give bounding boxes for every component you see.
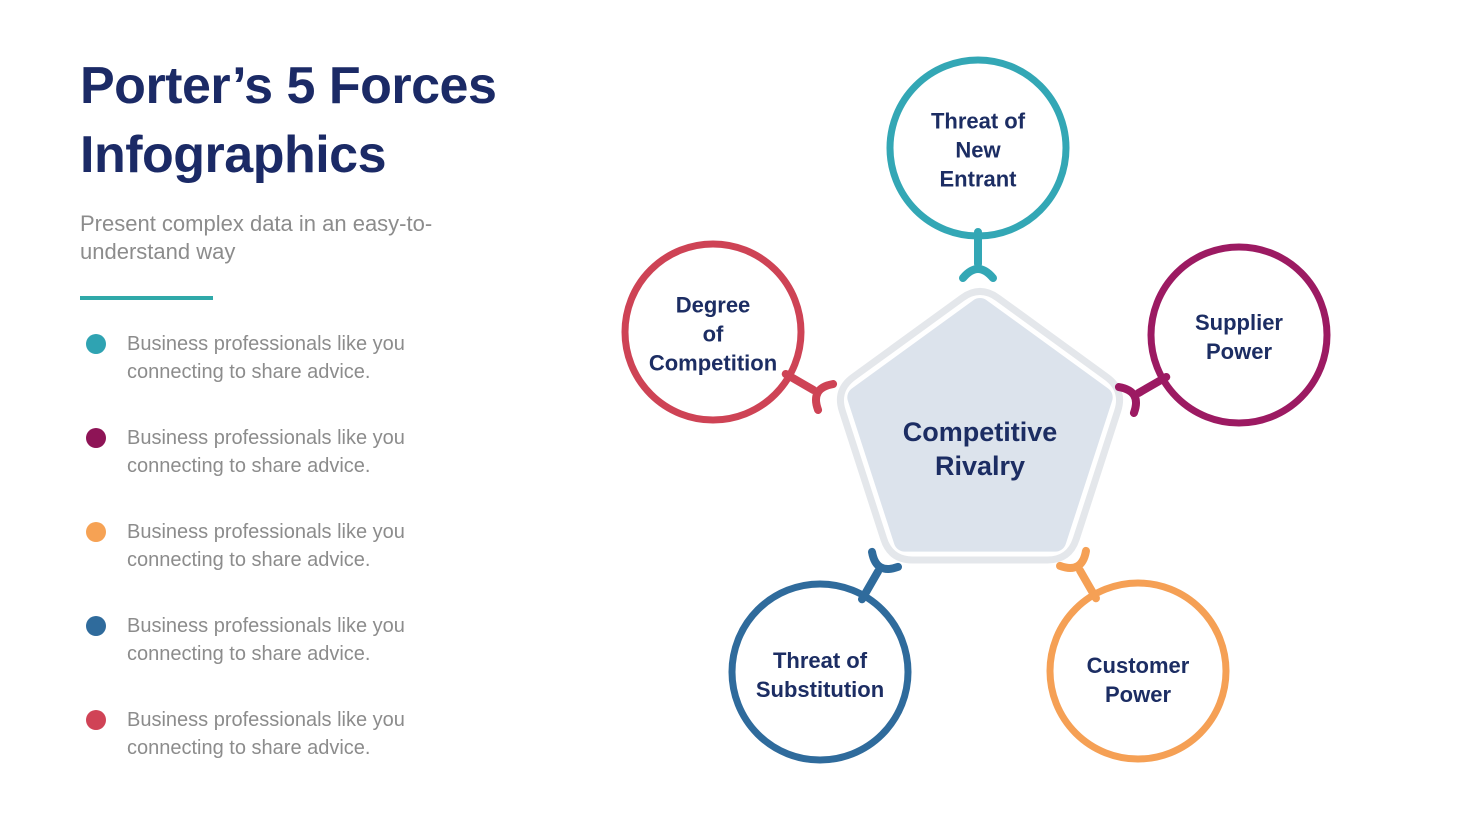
bullet-dot-icon (86, 616, 106, 636)
center-label-line: Competitive (902, 417, 1058, 447)
force-label-line: Threat of (930, 108, 1026, 134)
force-label-customer-power: Customer Power (1028, 651, 1248, 709)
page-title-line1: Porter’s 5 Forces (80, 57, 497, 115)
list-item: Business professionals like you connecti… (80, 330, 520, 386)
connector-degree-of-competition (781, 370, 838, 414)
bullet-dot-icon (86, 522, 106, 542)
list-item-text: Business professionals like you connecti… (127, 333, 405, 383)
force-label-line: of (702, 321, 724, 347)
list-item: Business professionals like you connecti… (80, 612, 520, 668)
force-label-line: Entrant (939, 166, 1017, 192)
force-label-line: Degree (675, 292, 751, 318)
bullet-dot-icon (86, 334, 106, 354)
connector-threat-of-substitution (858, 547, 902, 604)
list-item-text: Business professionals like you connecti… (127, 615, 405, 665)
list-item: Business professionals like you connecti… (80, 424, 520, 480)
connector-customer-power (1056, 546, 1100, 603)
force-circle-supplier-power (1147, 243, 1331, 427)
force-label-line: New (955, 137, 1001, 163)
force-label-line: Supplier (1194, 310, 1283, 335)
connector-threat-of-new-entrant (959, 228, 997, 282)
force-label-line: Substitution (755, 677, 885, 702)
bullet-dot-icon (86, 428, 106, 448)
force-label-line: Threat of (772, 648, 868, 673)
page-title-line2: Infographics (80, 126, 387, 184)
list-item: Business professionals like you connecti… (80, 706, 520, 762)
list-item-text: Business professionals like you connecti… (127, 427, 405, 477)
accent-divider (80, 296, 213, 300)
force-label-threat-of-new-entrant: Threat of New Entrant (868, 107, 1088, 194)
force-label-degree-of-competition: Degree of Competition (603, 291, 823, 378)
list-item: Business professionals like you connecti… (80, 518, 520, 574)
force-label-supplier-power: Supplier Power (1129, 308, 1349, 366)
bullet-dot-icon (86, 710, 106, 730)
list-item-text: Business professionals like you connecti… (127, 709, 405, 759)
force-label-line: Customer (1086, 653, 1190, 678)
center-label-competitive-rivalry: Competitive Rivalry (850, 415, 1110, 483)
force-label-line: Competition (648, 350, 778, 376)
page-subtitle: Present complex data in an easy-to-under… (80, 211, 433, 264)
center-label-line: Rivalry (934, 451, 1026, 481)
force-label-line: Power (1205, 339, 1273, 364)
connector-supplier-power (1114, 373, 1171, 417)
list-item-text: Business professionals like you connecti… (127, 521, 405, 571)
force-circle-threat-of-substitution (728, 580, 912, 764)
force-label-threat-of-substitution: Threat of Substitution (710, 646, 930, 704)
intro-panel: Porter’s 5 Forces Infographics Present c… (80, 52, 520, 800)
force-circle-customer-power (1046, 579, 1230, 763)
force-circle-degree-of-competition (621, 240, 805, 424)
bullet-list: Business professionals like you connecti… (80, 330, 520, 762)
competitive-rivalry-pentagon (847, 298, 1113, 552)
force-label-line: Power (1104, 682, 1172, 707)
